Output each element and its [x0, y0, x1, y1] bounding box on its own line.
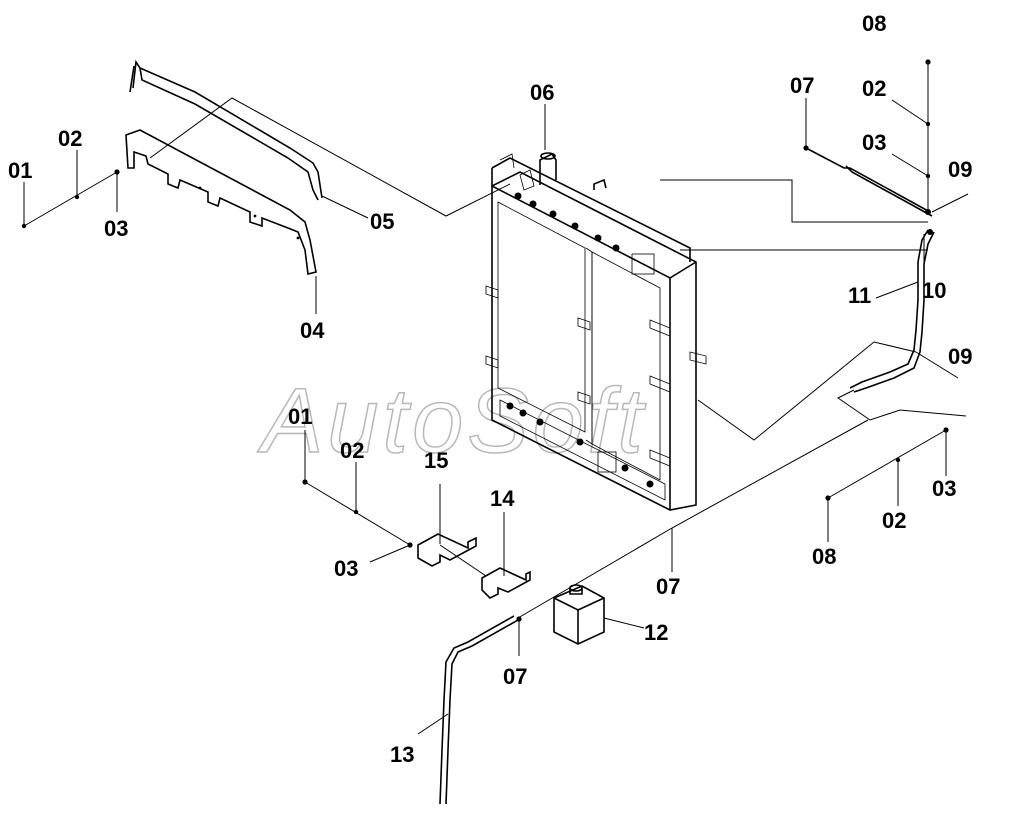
- bolt-stack-bottom-right: [825, 427, 949, 501]
- drain-tube-part-13: [439, 615, 522, 805]
- radiator-part-06: [485, 152, 707, 511]
- tube-top-right: [805, 147, 933, 217]
- hose-part-11: [849, 229, 935, 393]
- top-bar-part-05: [129, 59, 323, 201]
- callout-04: 04: [300, 318, 325, 343]
- callout-09-top: 09: [948, 157, 972, 182]
- callout-10: 10: [922, 278, 946, 303]
- callout-01-bottom-left: 01: [288, 404, 312, 429]
- callout-labels: 01 02 03 04 05 06 07 08 02 03 09 11 10 0…: [8, 11, 972, 767]
- callout-05: 05: [370, 209, 394, 234]
- callout-08-top: 08: [862, 11, 886, 36]
- callout-14: 14: [490, 486, 515, 511]
- bracket-part-14: [481, 567, 531, 599]
- callout-02-top-right: 02: [862, 76, 886, 101]
- callout-07-middle: 07: [656, 574, 680, 599]
- callout-02-top-left: 02: [58, 126, 82, 151]
- callout-13: 13: [390, 742, 414, 767]
- bolt-stack-top-right: [803, 59, 933, 235]
- leader-lines: [23, 97, 969, 735]
- callout-07-bottom: 07: [503, 664, 527, 689]
- callout-08-bottom: 08: [812, 544, 836, 569]
- callout-02-bottom-right: 02: [882, 508, 906, 533]
- callout-07-top: 07: [790, 73, 814, 98]
- callout-02-bottom-left: 02: [340, 438, 364, 463]
- callout-06: 06: [530, 80, 554, 105]
- callout-09-right: 09: [948, 344, 972, 369]
- reservoir-tank-part-12: [553, 584, 605, 645]
- callout-03-bottom-right: 03: [932, 476, 956, 501]
- callout-03-bottom-left: 03: [334, 556, 358, 581]
- callout-12: 12: [644, 620, 668, 645]
- bracket-part-15: [417, 533, 477, 567]
- bolt-stack-bottom-left: [302, 479, 413, 548]
- watermark: AutoSoft: [257, 370, 647, 472]
- callout-15: 15: [424, 448, 448, 473]
- callout-01-top-left: 01: [8, 158, 32, 183]
- callout-03-top-right: 03: [862, 130, 886, 155]
- shroud-cover-part-04: [125, 129, 317, 275]
- callout-11: 11: [848, 283, 871, 308]
- callout-03-top-left: 03: [104, 216, 128, 241]
